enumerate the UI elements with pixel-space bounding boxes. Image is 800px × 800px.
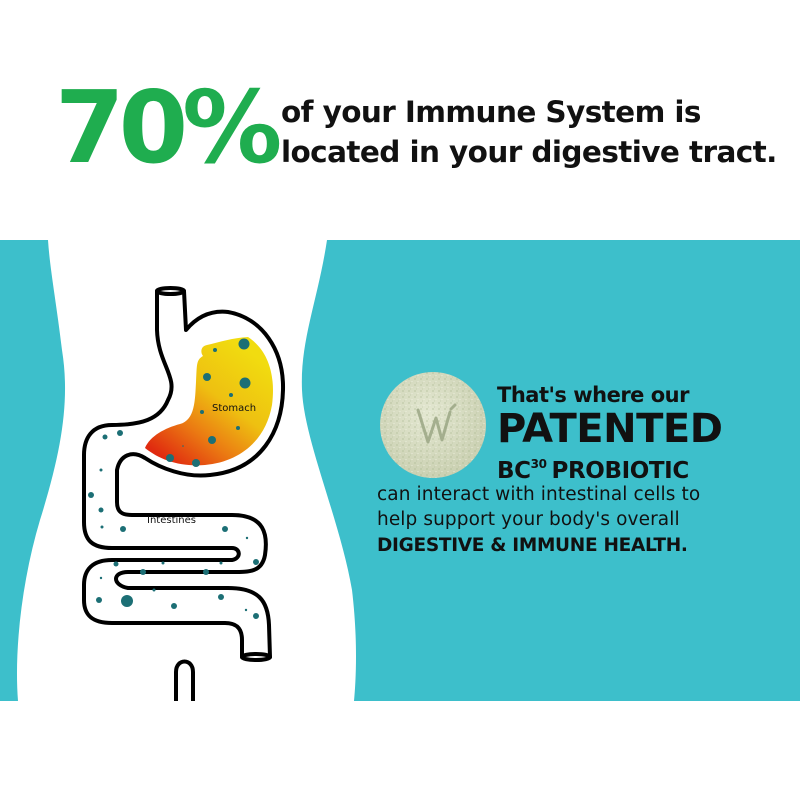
particles bbox=[88, 338, 259, 619]
tablet-w-logo-icon bbox=[416, 403, 457, 444]
probiotic-tablet-image bbox=[380, 372, 486, 478]
headline-line-2: located in your digestive tract. bbox=[281, 135, 777, 169]
stomach-fill bbox=[145, 337, 273, 466]
copy-product-name: BC30 PROBIOTIC bbox=[497, 448, 727, 487]
headline: 70% of your Immune System is located in … bbox=[0, 0, 800, 240]
headline-line-1: of your Immune System is bbox=[281, 95, 701, 129]
copy-bc-superscript: 30 bbox=[530, 457, 547, 471]
copy-patented: PATENTED bbox=[497, 406, 723, 452]
intestines-label: Intestines bbox=[147, 515, 196, 526]
headline-text: of your Immune System is located in your… bbox=[281, 92, 777, 172]
product-copy-body: can interact with intestinal cells to he… bbox=[377, 482, 737, 559]
body-line-3: DIGESTIVE & IMMUNE HEALTH. bbox=[377, 535, 688, 556]
body-line-2: help support your body's overall bbox=[377, 509, 680, 530]
body-line-1: can interact with intestinal cells to bbox=[377, 484, 701, 505]
stat-percentage: 70% bbox=[55, 69, 282, 186]
copy-bc: BC bbox=[497, 458, 531, 484]
copy-intro: That's where our bbox=[497, 383, 689, 407]
digestive-tract-outline bbox=[82, 286, 286, 701]
body-silhouette bbox=[16, 240, 357, 701]
stomach-label: Stomach bbox=[212, 403, 256, 414]
product-copy-heading: That's where our PATENTED BC30 PROBIOTIC bbox=[497, 380, 727, 487]
copy-probiotic: PROBIOTIC bbox=[551, 458, 690, 484]
digestive-system-illustration: Stomach Intestines bbox=[16, 240, 486, 701]
